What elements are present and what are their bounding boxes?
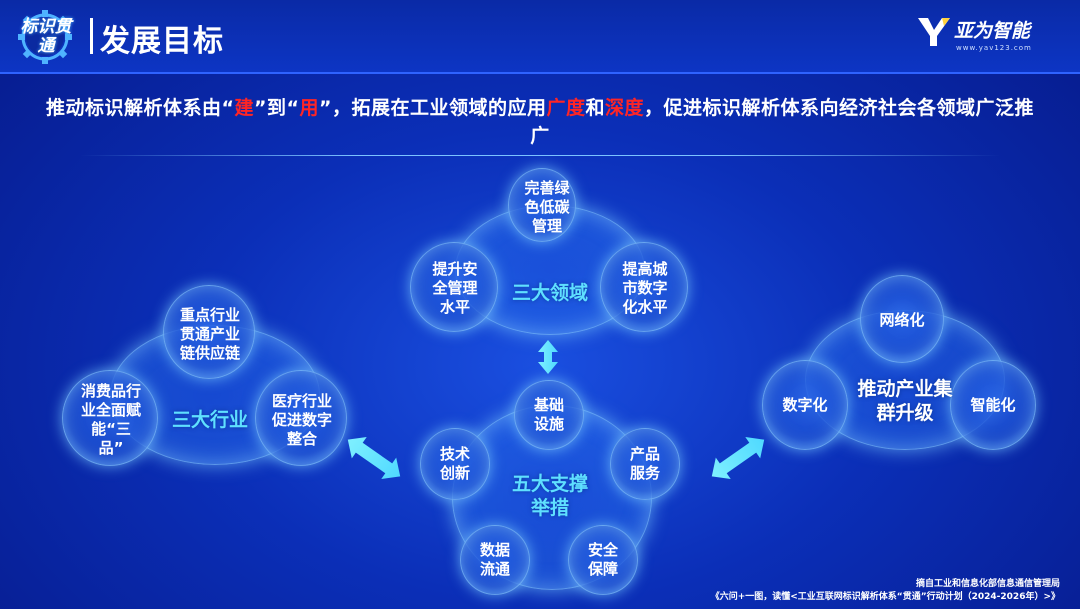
- pillars-item-4: 数据流通: [479, 541, 510, 578]
- brand-y-icon: [918, 18, 950, 46]
- cluster-bubble-1: [860, 275, 944, 363]
- double-arrow-left-icon: [347, 437, 401, 479]
- cluster-item-1: 网络化: [879, 310, 925, 329]
- header-divider: [90, 18, 93, 54]
- industries-item-3: 医疗行业促进数字整合: [272, 391, 333, 448]
- page-title: 发展目标: [100, 24, 224, 59]
- headline-part: 推动标识解析体系由“: [45, 97, 235, 119]
- pillars-bubble-1: [514, 380, 584, 450]
- industries-center-label: 三大行业: [171, 409, 248, 431]
- cluster-bubble-3: [950, 360, 1036, 450]
- pillars-item-1: 基础设施: [533, 396, 564, 433]
- headline-part: ，促进标识解析体系向经济社会各领域广泛推广: [530, 97, 1035, 147]
- pillars-bubble-2: [420, 428, 490, 500]
- headline: 推动标识解析体系由“建”到“用”，拓展在工业领域的应用广度和深度，促进标识解析体…: [40, 94, 1040, 150]
- logo-text: 标识贯通: [20, 17, 72, 56]
- domains-center-label: 三大领域: [511, 282, 588, 304]
- brand-url: www.yav123.com: [956, 44, 1032, 52]
- industries-bubble-3: [255, 370, 347, 466]
- headline-part: ”到“: [253, 97, 300, 119]
- headline-part: ”，拓展在工业领域的应用: [318, 97, 547, 119]
- pillars-item-3: 产品服务: [629, 445, 660, 482]
- headline-highlight: 广度: [546, 97, 586, 119]
- footnote-line-1: 摘自工业和信息化部信息通信管理局: [915, 579, 1060, 589]
- headline-highlight: 深度: [605, 97, 645, 119]
- headline-highlight: 用: [299, 97, 319, 119]
- double-arrow-vertical-icon: [538, 340, 558, 374]
- domains-bubble-3: [600, 242, 688, 332]
- headline-underline: [80, 155, 1000, 156]
- pillars-item-5: 安全保障: [587, 541, 618, 578]
- industries-item-1: 重点行业贯通产业链供应链: [180, 305, 241, 362]
- pillars-bubble-4: [460, 525, 530, 595]
- industries-bubble-2: [62, 370, 158, 466]
- cluster-center-label: 推动产业集群升级: [857, 378, 953, 424]
- industries-bubble-1: [163, 285, 255, 379]
- pillars-center-label: 五大支撑举措: [511, 473, 588, 519]
- headline-part: 和: [585, 97, 605, 119]
- cluster-bubble-2: [762, 360, 848, 450]
- domains-bubble-2: [410, 242, 498, 332]
- gear-logo-icon: [18, 10, 72, 64]
- domains-item-3: 提高城市数字化水平: [622, 259, 668, 316]
- pillars-item-2: 技术创新: [439, 445, 470, 482]
- double-arrow-right-icon: [711, 437, 765, 479]
- cluster-item-2: 数字化: [782, 395, 828, 414]
- footnote-line-2: 《六问+一图，读懂<工业互联网标识解析体系“贯通”行动计划（2024-2026年…: [710, 592, 1060, 602]
- headline-highlight: 建: [234, 97, 254, 119]
- source-footnote: 摘自工业和信息化部信息通信管理局 《六问+一图，读懂<工业互联网标识解析体系“贯…: [580, 578, 1060, 604]
- domains-item-2: 提升安全管理水平: [432, 259, 478, 316]
- domains-item-1: 完善绿色低碳管理: [524, 178, 570, 235]
- header-bar: 标识贯通 发展目标 亚为智能 www.yav123.com: [0, 0, 1080, 74]
- pillars-bubble-3: [610, 428, 680, 500]
- brand-logo: 亚为智能 www.yav123.com: [916, 14, 1046, 58]
- cluster-item-3: 智能化: [970, 395, 1016, 414]
- industries-item-2: 消费品行业全面赋能“三品”: [80, 382, 141, 457]
- brand-name: 亚为智能: [954, 20, 1031, 42]
- domains-bubble-1: [508, 168, 576, 242]
- pillars-bubble-5: [568, 525, 638, 595]
